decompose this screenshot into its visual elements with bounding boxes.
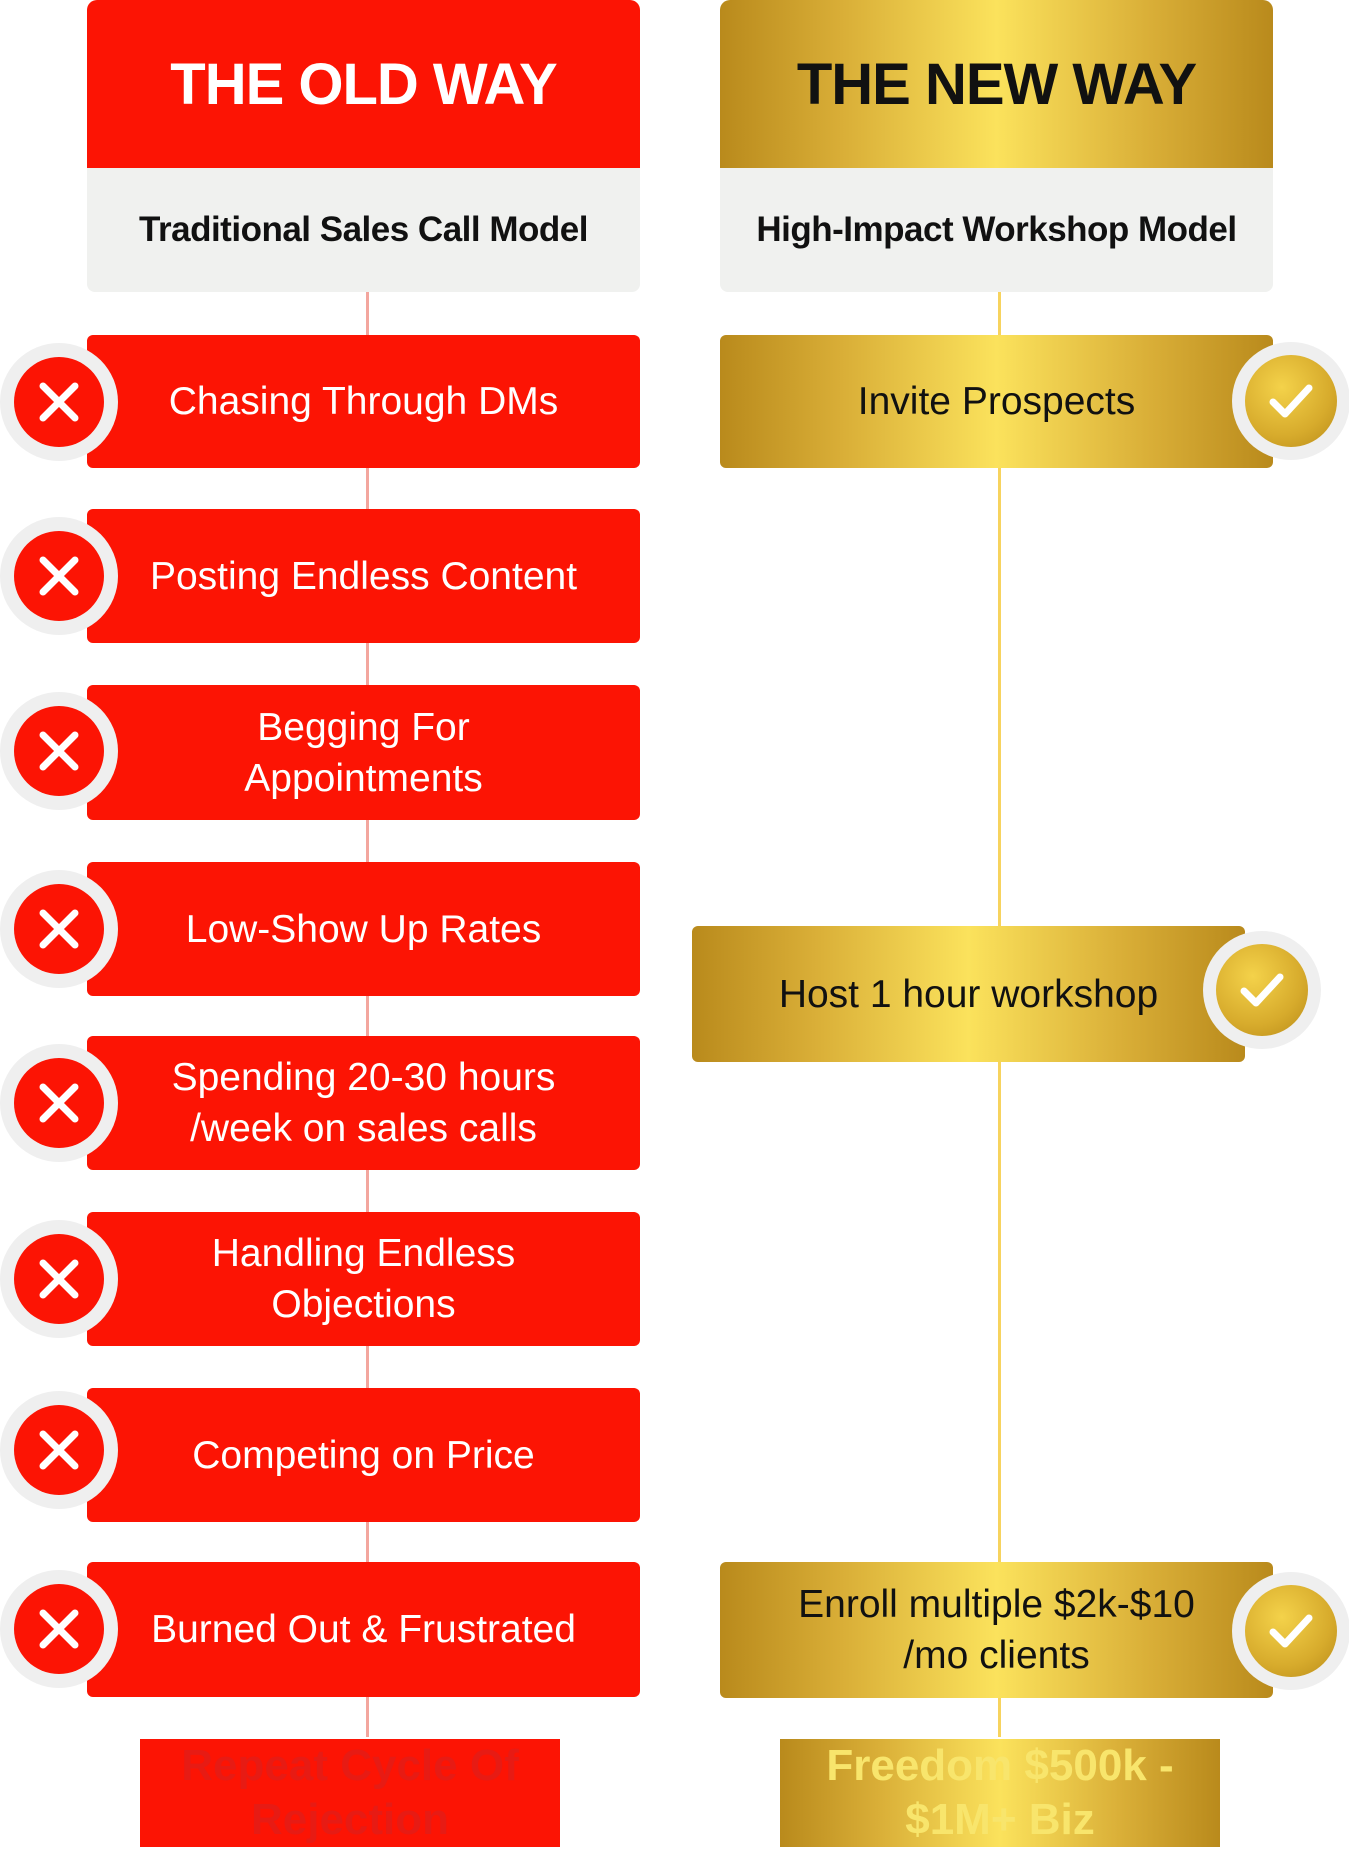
- x-mark-icon: [14, 706, 104, 796]
- old-way-column: THE OLD WAY Traditional Sales Call Model: [0, 0, 660, 1849]
- old-step-4-badge: [0, 870, 118, 988]
- old-way-title: THE OLD WAY: [87, 0, 640, 168]
- old-step-5: Spending 20-30 hours /week on sales call…: [87, 1036, 640, 1170]
- old-step-7-badge: [0, 1391, 118, 1509]
- old-step-8: Burned Out & Frustrated: [87, 1562, 640, 1697]
- old-step-8-badge: [0, 1570, 118, 1688]
- new-way-subtitle: High-Impact Workshop Model: [720, 168, 1273, 292]
- old-step-3: Begging For Appointments: [87, 685, 640, 820]
- old-step-3-badge: [0, 692, 118, 810]
- old-step-1: Chasing Through DMs: [87, 335, 640, 468]
- x-mark-icon: [14, 1405, 104, 1495]
- new-step-3-badge: [1232, 1572, 1349, 1690]
- old-step-2-badge: [0, 517, 118, 635]
- x-mark-icon: [14, 1234, 104, 1324]
- old-step-6-badge: [0, 1220, 118, 1338]
- new-step-1-badge: [1232, 342, 1349, 460]
- check-mark-icon: [1245, 355, 1337, 447]
- x-mark-icon: [14, 1584, 104, 1674]
- old-way-connector-line: [366, 292, 369, 1737]
- old-step-1-badge: [0, 343, 118, 461]
- old-step-6: Handling Endless Objections: [87, 1212, 640, 1346]
- x-mark-icon: [14, 1058, 104, 1148]
- x-mark-icon: [14, 884, 104, 974]
- check-mark-icon: [1216, 944, 1308, 1036]
- old-step-4: Low-Show Up Rates: [87, 862, 640, 996]
- new-step-3: Enroll multiple $2k-$10 /mo clients: [720, 1562, 1273, 1698]
- x-mark-icon: [14, 357, 104, 447]
- old-way-outcome: Repeat Cycle Of Rejection: [140, 1739, 560, 1847]
- new-step-2: Host 1 hour workshop: [692, 926, 1245, 1062]
- old-step-2: Posting Endless Content: [87, 509, 640, 643]
- new-way-outcome: Freedom $500k - $1M+ Biz: [780, 1739, 1220, 1847]
- check-mark-icon: [1245, 1585, 1337, 1677]
- old-step-7: Competing on Price: [87, 1388, 640, 1522]
- new-way-title: THE NEW WAY: [720, 0, 1273, 168]
- new-step-1: Invite Prospects: [720, 335, 1273, 468]
- x-mark-icon: [14, 531, 104, 621]
- old-step-5-badge: [0, 1044, 118, 1162]
- old-way-subtitle: Traditional Sales Call Model: [87, 168, 640, 292]
- new-step-2-badge: [1203, 931, 1321, 1049]
